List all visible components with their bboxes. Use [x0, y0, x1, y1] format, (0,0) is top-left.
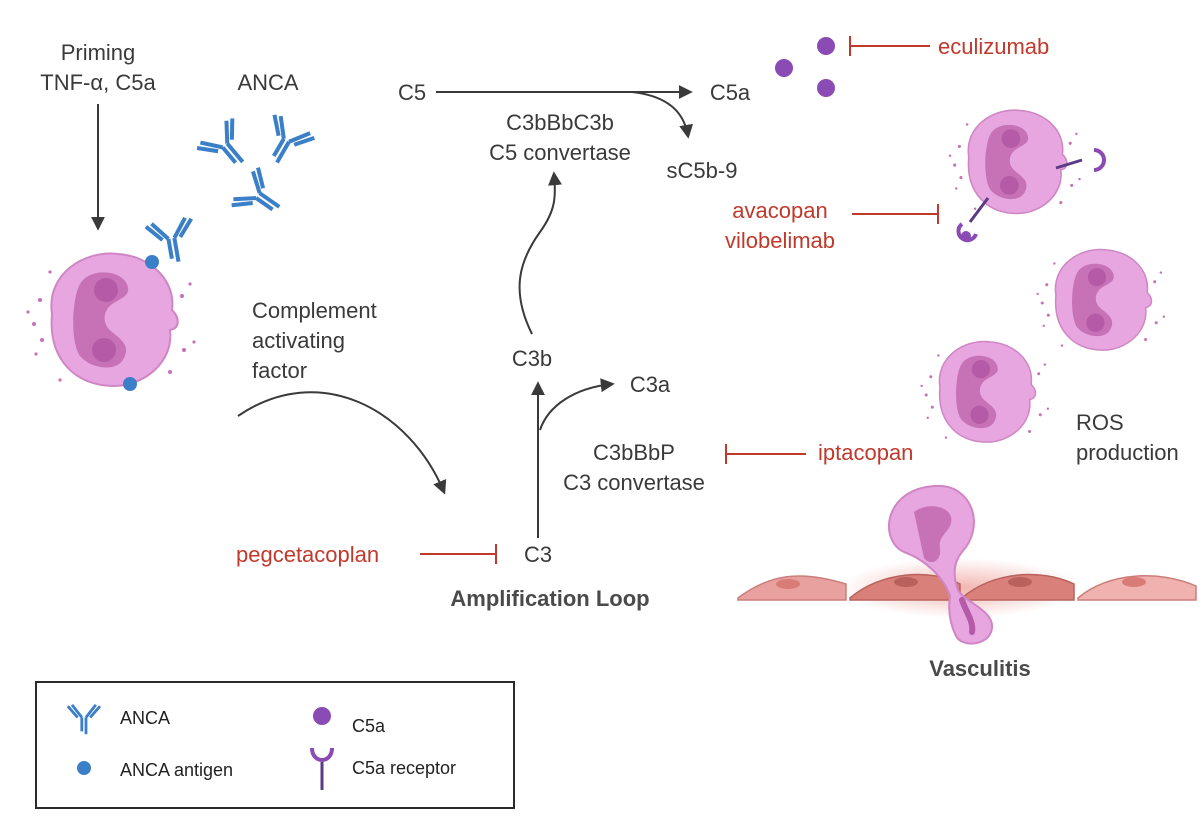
anca-antibody-icon: [193, 114, 261, 181]
sc5b9-arrow: [631, 91, 694, 139]
ros-neutrophil-1: [1035, 248, 1166, 351]
neutrophil-icon: [919, 340, 1050, 443]
neutrophil-icon: [25, 252, 197, 387]
activated-neutrophil: [948, 109, 1082, 215]
anca-antigen-icon: [77, 761, 91, 775]
legend-c5a-label: C5a: [352, 716, 386, 736]
c3a-label: C3a: [630, 372, 671, 397]
legend-box: [35, 681, 515, 809]
c5a-molecule-icon: [313, 707, 331, 725]
c5a-molecule-icon: [817, 37, 835, 55]
endothelial-nucleus: [776, 579, 800, 589]
c5-label: C5: [398, 80, 426, 105]
legend-c5a-receptor-label: C5a receptor: [352, 758, 456, 778]
transmigrating-nucleus-tail: [959, 597, 976, 635]
endothelial-nucleus: [1122, 577, 1146, 587]
c5a-receptor-icon: [1093, 148, 1106, 172]
eculizumab-label: eculizumab: [938, 34, 1049, 59]
endothelial-cell-icon: [1077, 575, 1197, 601]
avacopan-label: avacopan: [732, 198, 827, 223]
endothelial-cell-icon: [961, 573, 1075, 601]
complement-activation-arrow: [237, 391, 447, 495]
priming-factors-label: TNF-α, C5a: [40, 70, 156, 95]
ros-neutrophil-2: [919, 340, 1050, 443]
anca-antibody-icon: [227, 164, 293, 231]
anca-title-label: ANCA: [237, 70, 298, 95]
c5a-molecule-icon: [961, 231, 971, 241]
anca-antigen-icon: [123, 377, 137, 391]
sc5b9-label: sC5b-9: [667, 158, 738, 183]
complement-label-1: Complement: [252, 298, 377, 323]
endothelial-nucleus: [1008, 577, 1032, 587]
transmigrating-nucleus: [914, 506, 952, 563]
c5a-receptor-stalk: [968, 197, 990, 223]
anca-antigen-icon: [145, 255, 159, 269]
ros-label-1: ROS: [1076, 410, 1124, 435]
neutrophil-icon: [1035, 248, 1166, 351]
amplification-loop-label: Amplification Loop: [450, 586, 649, 611]
primed-neutrophil: [25, 252, 197, 387]
c5a-receptor-stalk: [1055, 158, 1083, 170]
vilobelimab-label: vilobelimab: [725, 228, 835, 253]
c5-convertase-label-1: C3bBbC3b: [506, 110, 614, 135]
c5a-molecule-icon: [817, 79, 835, 97]
c5-convertase-label-2: C5 convertase: [489, 140, 631, 165]
complement-label-2: activating: [252, 328, 345, 353]
c3b-to-c5-convertase-arrow: [518, 171, 562, 335]
c3-convertase-label-2: C3 convertase: [563, 470, 705, 495]
c5a-molecule-icon: [775, 59, 793, 77]
neutrophil-icon: [948, 109, 1082, 215]
legend-anca-antigen-label: ANCA antigen: [120, 760, 233, 780]
iptacopan-label: iptacopan: [818, 440, 913, 465]
priming-label: Priming: [61, 40, 136, 65]
anca-antibody-icon: [252, 111, 318, 175]
endothelial-cell-icon: [849, 573, 961, 601]
c5a-product-label: C5a: [710, 80, 751, 105]
c3a-arrow: [539, 378, 615, 431]
c3b-label: C3b: [512, 346, 552, 371]
vasculitis-label: Vasculitis: [929, 656, 1031, 681]
ros-label-2: production: [1076, 440, 1179, 465]
endothelial-nucleus: [894, 577, 918, 587]
pegcetacoplan-label: pegcetacoplan: [236, 542, 379, 567]
c3-convertase-label-1: C3bBbP: [593, 440, 675, 465]
complement-label-3: factor: [252, 358, 307, 383]
c5a-receptor-icon: [310, 747, 334, 762]
c3-label: C3: [524, 542, 552, 567]
legend-anca-label: ANCA: [120, 708, 170, 728]
